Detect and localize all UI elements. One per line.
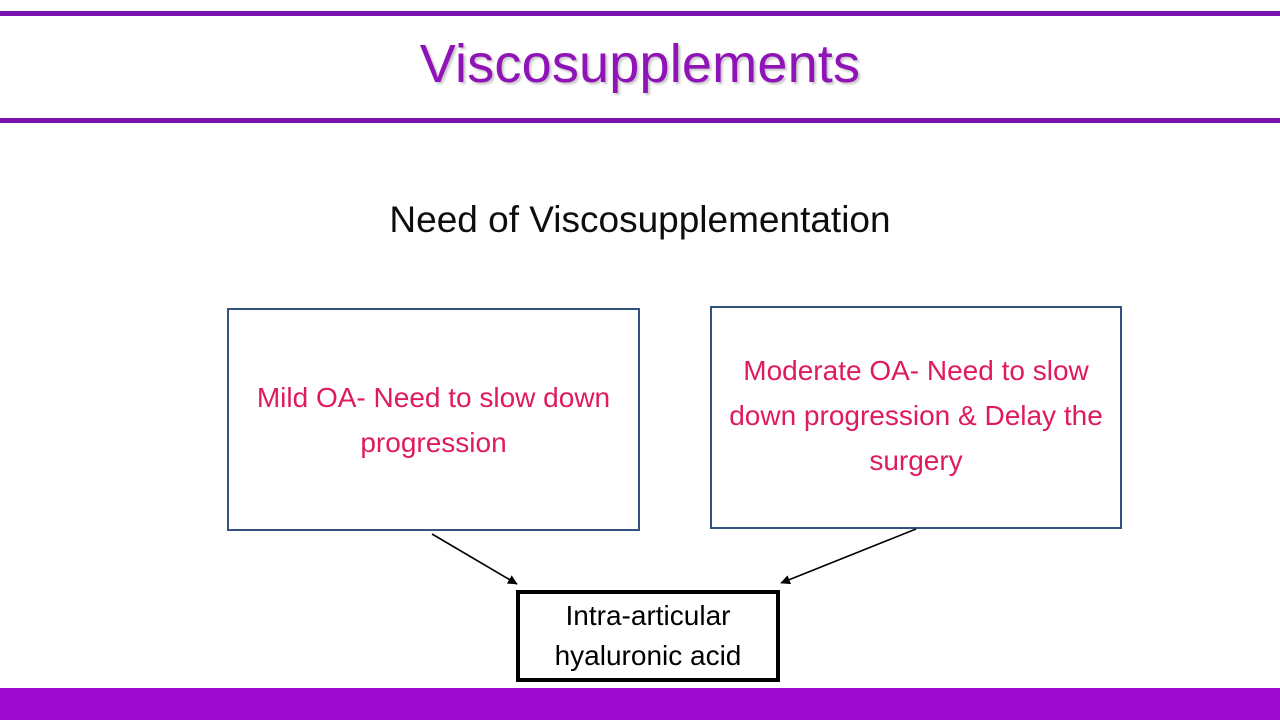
slide-title: Viscosupplements (419, 34, 861, 94)
moderate-oa-box-text: Moderate OA- Need to slow down progressi… (729, 355, 1103, 476)
arrow-left-to-result (431, 533, 518, 585)
mild-oa-box-text: Mild OA- Need to slow down progression (256, 381, 611, 458)
hyaluronic-acid-box: Intra-articular hyaluronic acid (516, 590, 780, 682)
footer-bar (0, 688, 1280, 720)
header-bottom-rule (0, 118, 1280, 123)
hyaluronic-acid-box-text: Intra-articular hyaluronic acid (554, 600, 742, 671)
arrow-right-to-result (780, 528, 917, 585)
moderate-oa-box: Moderate OA- Need to slow down progressi… (710, 306, 1122, 529)
slide-subtitle: Need of Viscosupplementation (389, 199, 891, 240)
mild-oa-box: Mild OA- Need to slow down progression (227, 308, 640, 531)
header-top-rule (0, 11, 1280, 16)
